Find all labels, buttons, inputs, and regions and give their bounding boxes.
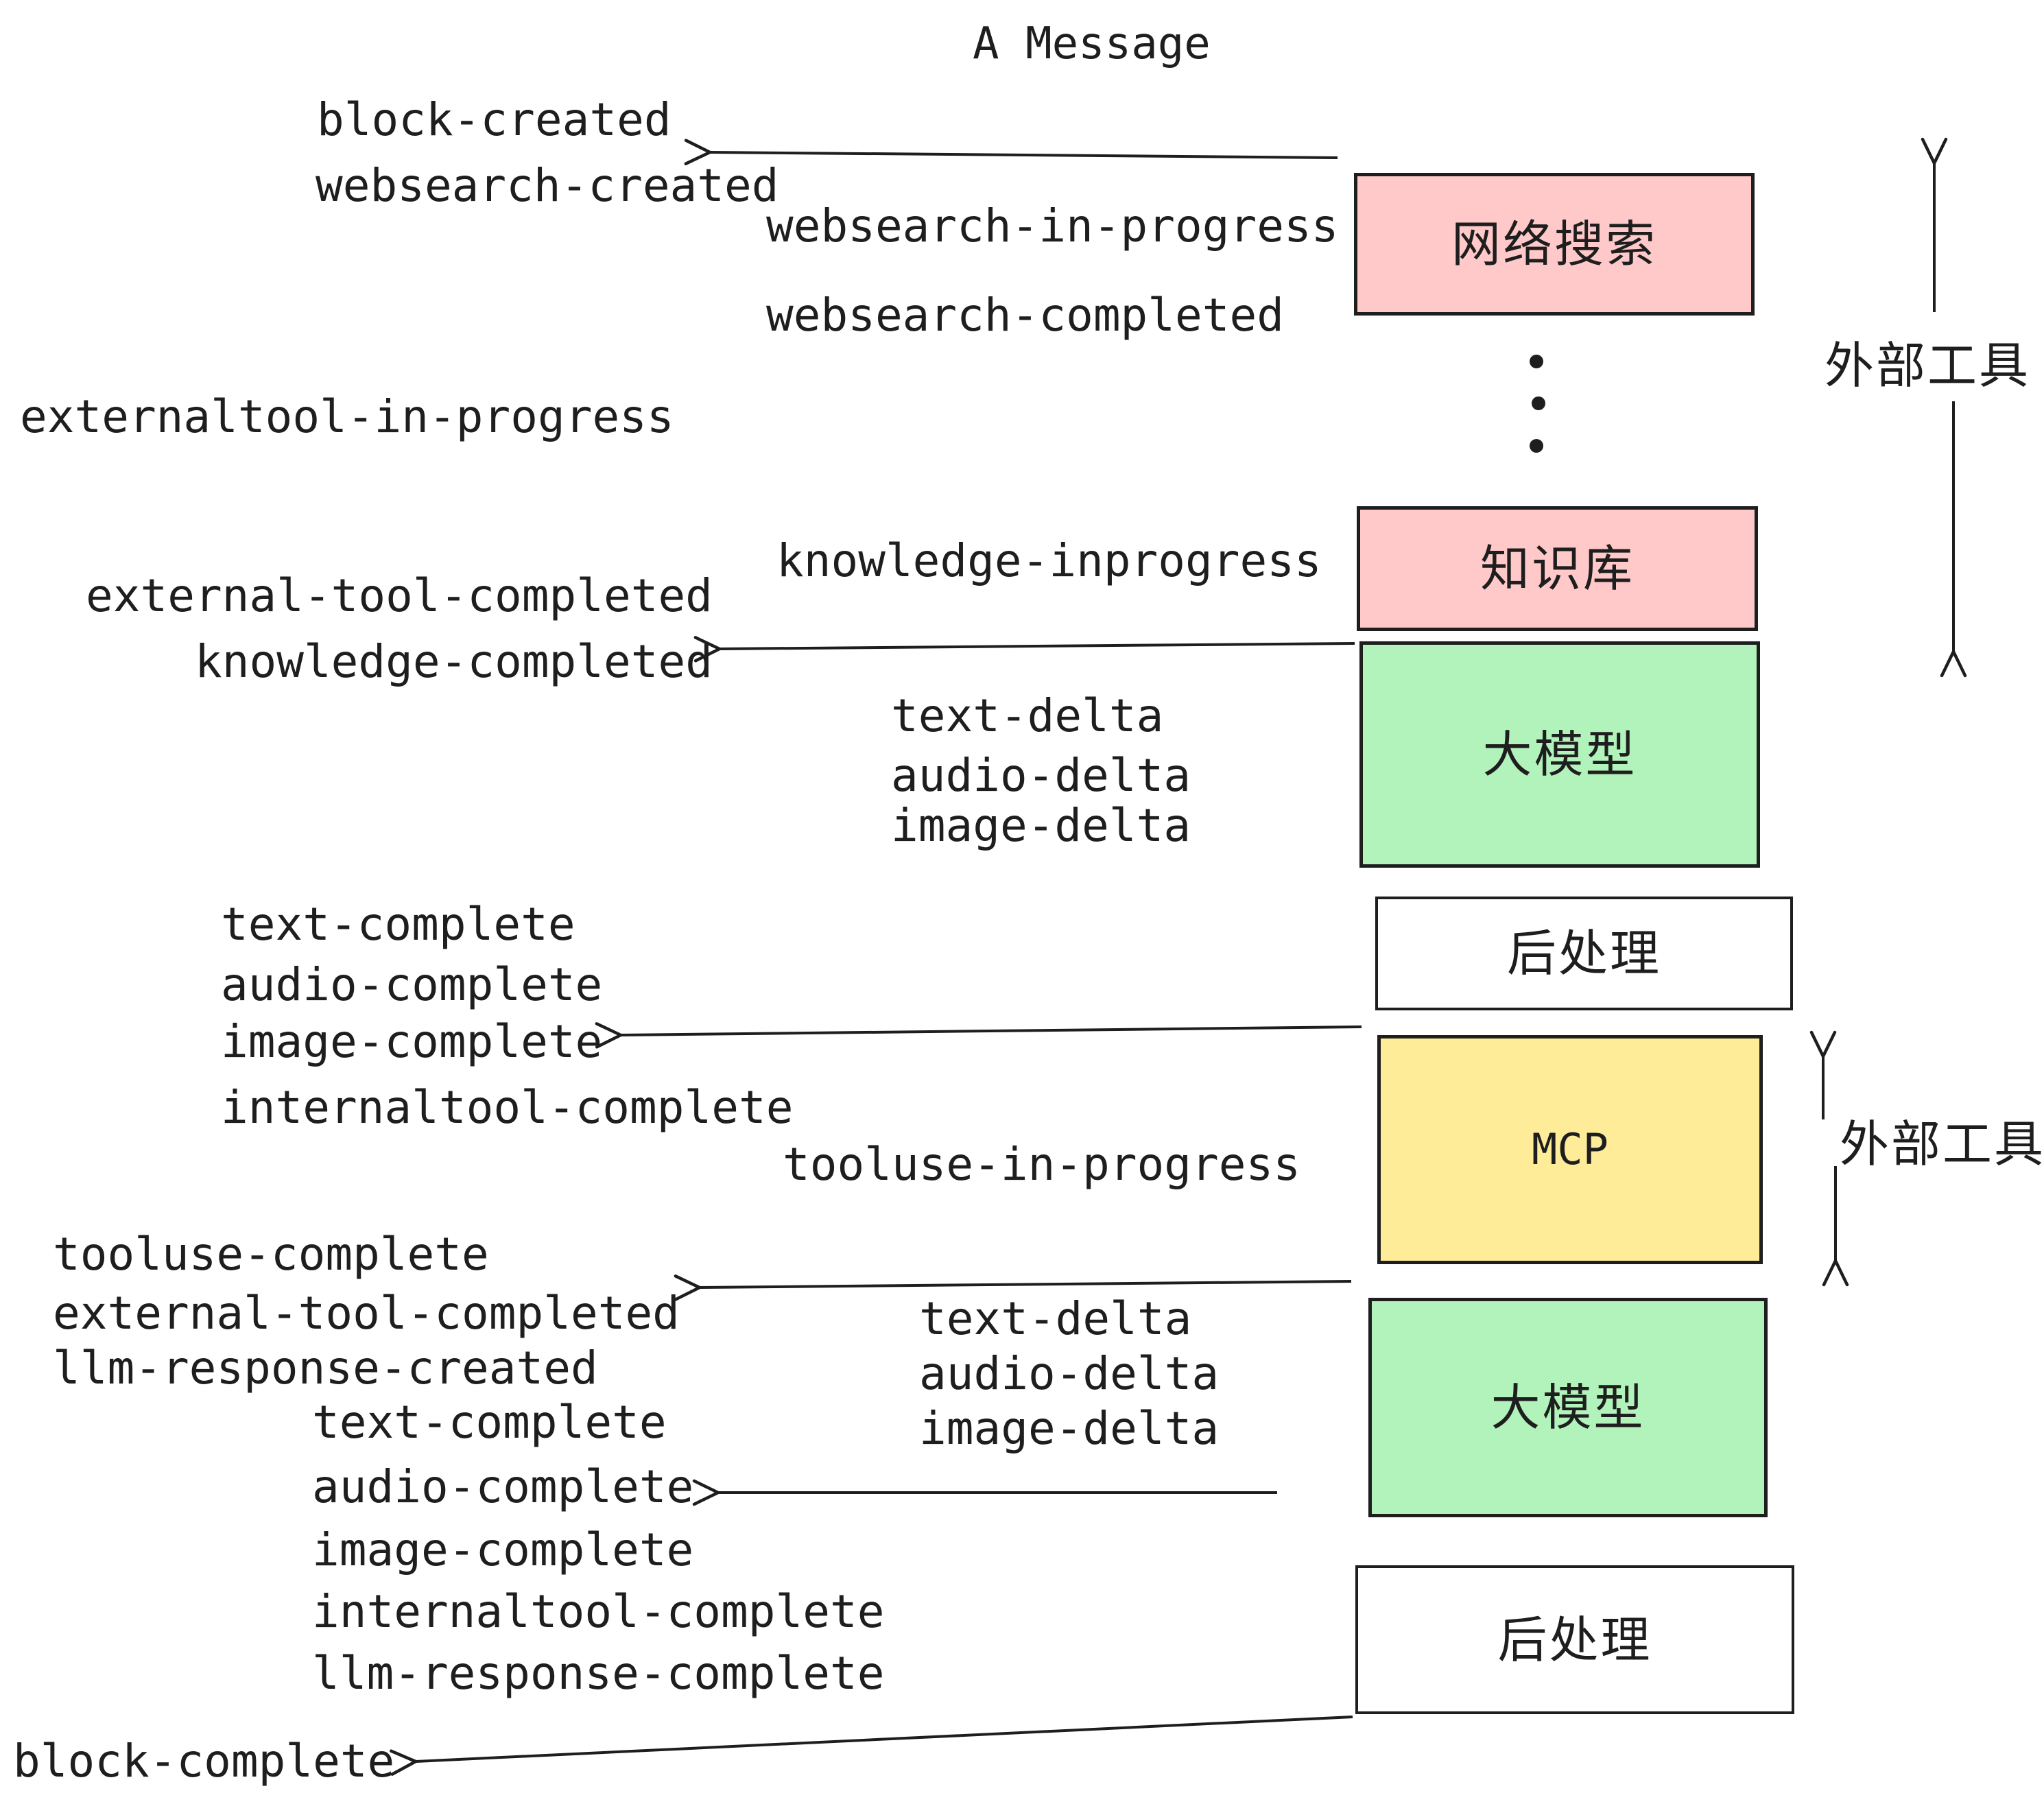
event-label-external-tool-completed-2: external-tool-completed bbox=[53, 1287, 680, 1340]
event-label-image-complete-2: image-complete bbox=[312, 1523, 694, 1576]
box-llm-2-label: 大模型 bbox=[1490, 1379, 1645, 1436]
box-postprocess-1-label: 后处理 bbox=[1506, 925, 1661, 982]
box-llm-1-label: 大模型 bbox=[1482, 726, 1637, 783]
arrow-knowledge-completed bbox=[693, 636, 1355, 663]
arrow-block-created bbox=[684, 139, 1338, 165]
event-label-image-complete-1: image-complete bbox=[221, 1015, 603, 1068]
arrow-tooluse-complete bbox=[674, 1274, 1352, 1301]
event-label-block-complete: block-complete bbox=[13, 1735, 395, 1788]
event-label-text-delta-2: text-delta bbox=[919, 1292, 1192, 1345]
event-label-tooluse-complete: tooluse-complete bbox=[53, 1228, 489, 1281]
event-label-text-complete-1: text-complete bbox=[221, 898, 575, 951]
ellipsis-dot bbox=[1532, 396, 1545, 410]
event-label-websearch-in-progress: websearch-in-progress bbox=[766, 200, 1339, 252]
event-label-text-delta-1: text-delta bbox=[891, 689, 1164, 742]
event-label-knowledge-inprogress: knowledge-inprogress bbox=[776, 534, 1322, 587]
arrow-image-complete bbox=[595, 1022, 1362, 1049]
side-label-external-tools-1: 外部工具 bbox=[1825, 337, 2031, 394]
box-knowledge: 知识库 bbox=[1357, 506, 1758, 631]
event-label-text-complete-2: text-complete bbox=[312, 1396, 667, 1449]
event-label-audio-delta-1: audio-delta bbox=[891, 749, 1191, 802]
arrow-block-complete bbox=[389, 1716, 1353, 1776]
event-label-knowledge-completed: knowledge-completed bbox=[195, 635, 713, 688]
box-websearch-label: 网络搜索 bbox=[1451, 215, 1657, 273]
event-label-websearch-created: websearch-created bbox=[316, 159, 779, 212]
box-mcp-label: MCP bbox=[1532, 1124, 1608, 1174]
side-label-external-tools-2: 外部工具 bbox=[1840, 1115, 2044, 1173]
event-label-websearch-completed: websearch-completed bbox=[766, 289, 1284, 342]
box-postprocess-2: 后处理 bbox=[1355, 1565, 1794, 1714]
event-label-audio-delta-2: audio-delta bbox=[919, 1347, 1220, 1400]
event-label-externaltool-in-progress: externaltool-in-progress bbox=[20, 390, 674, 443]
event-label-external-tool-completed-1: external-tool-completed bbox=[86, 569, 713, 622]
event-label-internaltool-complete-1: internaltool-complete bbox=[221, 1081, 794, 1134]
box-websearch: 网络搜索 bbox=[1354, 173, 1755, 316]
box-knowledge-label: 知识库 bbox=[1479, 540, 1635, 597]
event-label-image-delta-2: image-delta bbox=[919, 1402, 1220, 1455]
box-llm-1: 大模型 bbox=[1359, 641, 1760, 868]
ellipsis-dot bbox=[1530, 355, 1543, 368]
diagram-title: A Message bbox=[973, 19, 1211, 69]
event-label-llm-response-complete: llm-response-complete bbox=[312, 1647, 885, 1700]
event-label-tooluse-in-progress: tooluse-in-progress bbox=[783, 1138, 1300, 1191]
event-label-llm-response-created: llm-response-created bbox=[53, 1342, 598, 1394]
event-label-audio-complete-1: audio-complete bbox=[221, 958, 603, 1011]
event-label-internaltool-complete-2: internaltool-complete bbox=[312, 1585, 885, 1638]
event-label-block-created: block-created bbox=[317, 93, 672, 146]
box-postprocess-2-label: 后处理 bbox=[1497, 1611, 1652, 1669]
event-label-image-delta-1: image-delta bbox=[891, 799, 1191, 852]
box-postprocess-1: 后处理 bbox=[1375, 897, 1793, 1010]
box-mcp: MCP bbox=[1377, 1035, 1763, 1264]
ellipsis-dot bbox=[1530, 439, 1543, 453]
box-llm-2: 大模型 bbox=[1368, 1298, 1768, 1517]
event-label-audio-complete-2: audio-complete bbox=[312, 1460, 694, 1513]
